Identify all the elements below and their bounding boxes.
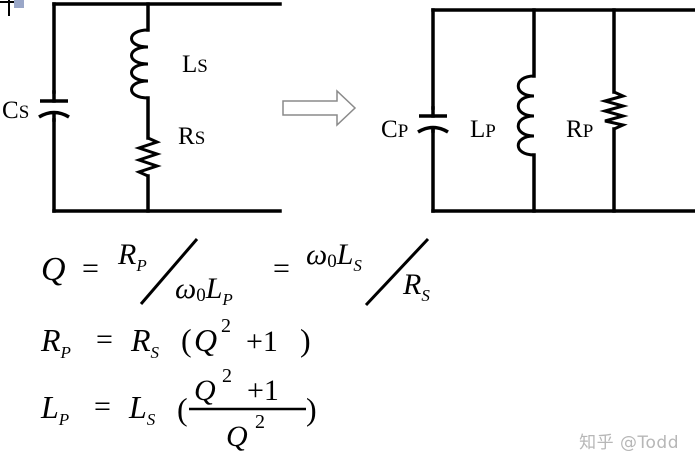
quality-factor-equation: Q = RP ω0LP = ω0LS RS [41, 237, 430, 309]
eq1-equals: = [82, 252, 99, 285]
eq2-open-paren: ( [181, 322, 192, 358]
eq3-numerator-exponent: 2 [222, 365, 232, 387]
eq3-denominator-exponent: 2 [255, 411, 265, 433]
eq3-rhs: LS [128, 389, 156, 429]
eq3-equals: = [94, 390, 111, 423]
corner-mark-fill [14, 0, 24, 8]
eq1-slash-1 [139, 238, 199, 305]
eq1-lhs: Q [41, 251, 66, 288]
eq2-plus-one: +1 [246, 325, 278, 358]
left-series-circuit: CS LS RS [2, 2, 282, 213]
series-inductor-label: LS [182, 51, 208, 78]
series-capacitor [38, 90, 70, 122]
right-parallel-circuit: CP LP RP [381, 8, 695, 213]
series-capacitor-label: CS [2, 97, 29, 124]
eq1-slash-2 [364, 237, 430, 307]
parallel-capacitor-label: CP [381, 116, 408, 143]
eq3-close-paren: ) [306, 391, 317, 427]
eq2-equals: = [96, 323, 113, 356]
eq2-exponent: 2 [221, 315, 231, 337]
eq2-close-paren: ) [300, 322, 311, 358]
eq3-numerator-q: Q [194, 374, 216, 407]
parallel-inductance-equation: LP = LS ( Q 2 +1 Q 2 ) [40, 365, 317, 453]
eq3-open-paren: ( [177, 391, 188, 427]
eq3-lhs: LP [40, 389, 69, 429]
parallel-resistor [599, 90, 629, 131]
eq1-t1-numerator: RP [117, 238, 147, 275]
parallel-inductor [516, 74, 535, 157]
eq2-q: Q [194, 322, 217, 358]
parallel-resistance-equation: RP = RS ( Q 2 +1 ) [40, 315, 311, 362]
watermark: 知乎 @Todd [579, 433, 679, 453]
parallel-capacitor [417, 106, 449, 134]
parallel-inductor-label: LP [470, 116, 496, 143]
conversion-arrow-icon [282, 89, 357, 127]
eq1-t1-denominator: ω0LP [175, 272, 233, 309]
eq2-rhs: RS [130, 322, 160, 362]
series-resistor [134, 136, 162, 178]
parallel-resistor-label: RP [566, 116, 593, 143]
eq1-t2-numerator: ω0LS [306, 238, 362, 275]
eq1-t2-denominator: RS [402, 268, 430, 305]
corner-mark [0, 0, 14, 16]
eq2-lhs: RP [40, 322, 71, 362]
series-inductor [130, 28, 149, 100]
eq3-numerator-plus-one: +1 [247, 374, 279, 407]
series-resistor-label: RS [178, 123, 205, 150]
eq1-equals-2: = [273, 252, 290, 285]
eq3-denominator-q: Q [226, 420, 248, 453]
